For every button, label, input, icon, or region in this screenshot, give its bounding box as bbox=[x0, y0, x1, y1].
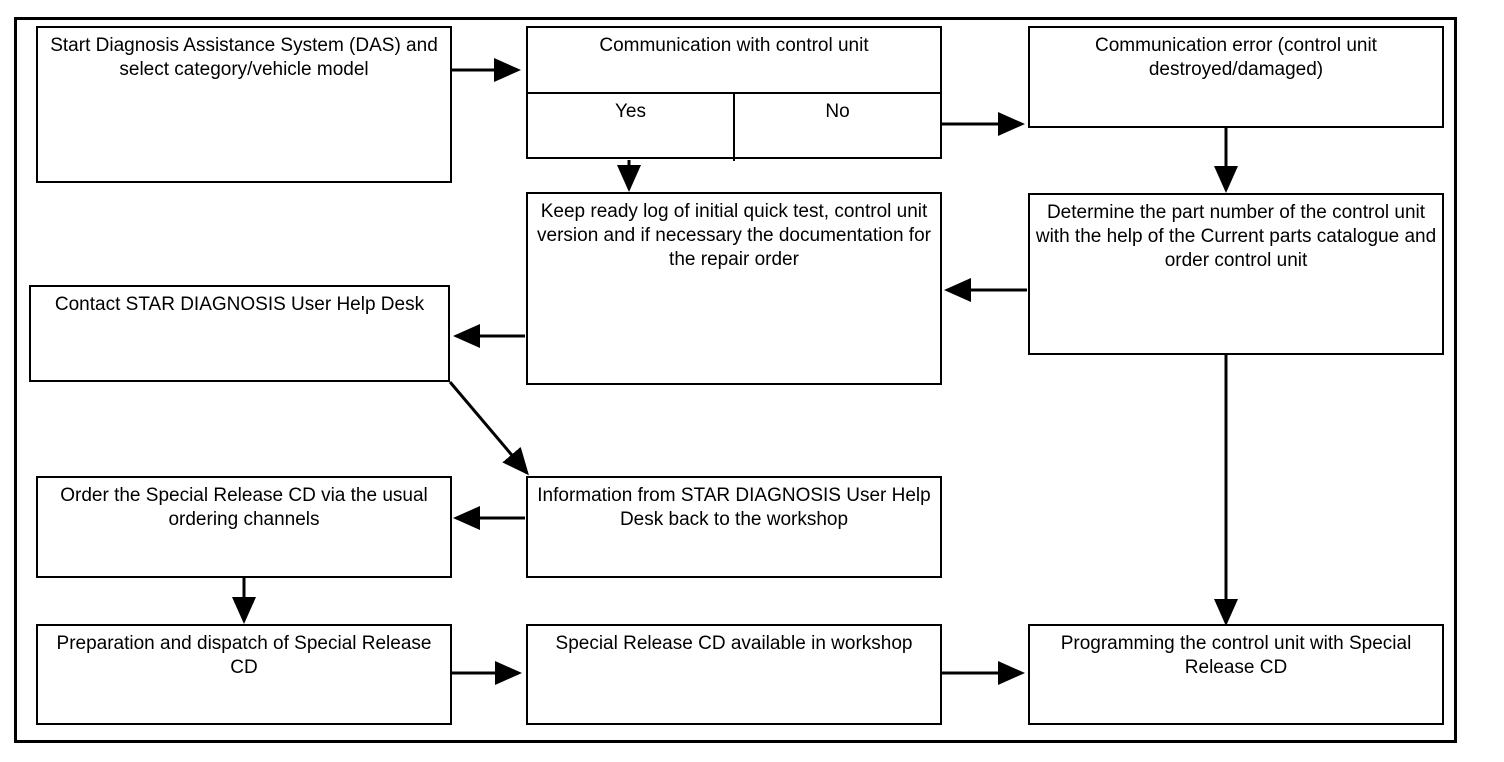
node-preparation-and-dispatch-label: Preparation and dispatch of Special Rele… bbox=[56, 633, 432, 678]
node-order-special-release-cd[interactable]: Order the Special Release CD via the usu… bbox=[36, 476, 452, 578]
communication-branch-row: Yes No bbox=[528, 92, 940, 161]
node-programming-control-unit[interactable]: Programming the control unit with Specia… bbox=[1028, 624, 1444, 725]
node-communication-error[interactable]: Communication error (control unit destro… bbox=[1028, 26, 1444, 128]
node-communication-error-label: Communication error (control unit destro… bbox=[1095, 35, 1377, 80]
node-information-back-to-workshop[interactable]: Information from STAR DIAGNOSIS User Hel… bbox=[526, 476, 942, 578]
node-order-special-release-cd-label: Order the Special Release CD via the usu… bbox=[60, 485, 428, 530]
node-contact-help-desk-label: Contact STAR DIAGNOSIS User Help Desk bbox=[54, 294, 425, 315]
branch-no[interactable]: No bbox=[735, 94, 940, 161]
node-determine-part-number-label: Determine the part number of the control… bbox=[1035, 202, 1437, 271]
node-start[interactable]: Start Diagnosis Assistance System (DAS) … bbox=[36, 26, 452, 183]
node-keep-log-label: Keep ready log of initial quick test, co… bbox=[537, 201, 931, 270]
diagram-outer-border bbox=[14, 17, 1457, 743]
node-keep-log[interactable]: Keep ready log of initial quick test, co… bbox=[526, 192, 942, 385]
node-contact-help-desk[interactable]: Contact STAR DIAGNOSIS User Help Desk bbox=[29, 285, 450, 382]
branch-no-label: No bbox=[825, 101, 850, 122]
node-communication-question: Communication with control unit bbox=[599, 35, 869, 56]
branch-yes[interactable]: Yes bbox=[528, 94, 735, 161]
node-programming-control-unit-label: Programming the control unit with Specia… bbox=[1060, 633, 1412, 678]
node-start-label: Start Diagnosis Assistance System (DAS) … bbox=[50, 35, 438, 80]
node-information-back-to-workshop-label: Information from STAR DIAGNOSIS User Hel… bbox=[537, 485, 931, 530]
node-cd-available-in-workshop-label: Special Release CD available in workshop bbox=[555, 633, 913, 654]
node-cd-available-in-workshop[interactable]: Special Release CD available in workshop bbox=[526, 624, 942, 725]
node-determine-part-number[interactable]: Determine the part number of the control… bbox=[1028, 193, 1444, 355]
branch-yes-label: Yes bbox=[615, 101, 646, 122]
node-communication-decision[interactable]: Communication with control unit Yes No bbox=[526, 26, 942, 161]
node-preparation-and-dispatch[interactable]: Preparation and dispatch of Special Rele… bbox=[36, 624, 452, 725]
